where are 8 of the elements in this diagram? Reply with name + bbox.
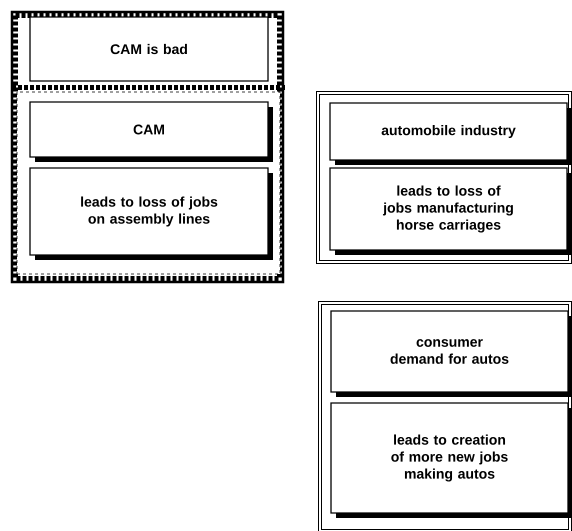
- hatched-frame: [10, 10, 284, 284]
- text-box: leads to creation of more new jobs making autos: [330, 402, 572, 518]
- text-box: leads to loss of jobs on assembly lines: [29, 167, 273, 260]
- text-box: consumer demand for autos: [330, 310, 572, 397]
- text-box: leads to loss of jobs manufacturing horse carriages: [329, 167, 572, 255]
- text-box: CAM is bad: [29, 16, 269, 82]
- text-box: CAM: [29, 101, 273, 162]
- text-box: automobile industry: [329, 102, 572, 165]
